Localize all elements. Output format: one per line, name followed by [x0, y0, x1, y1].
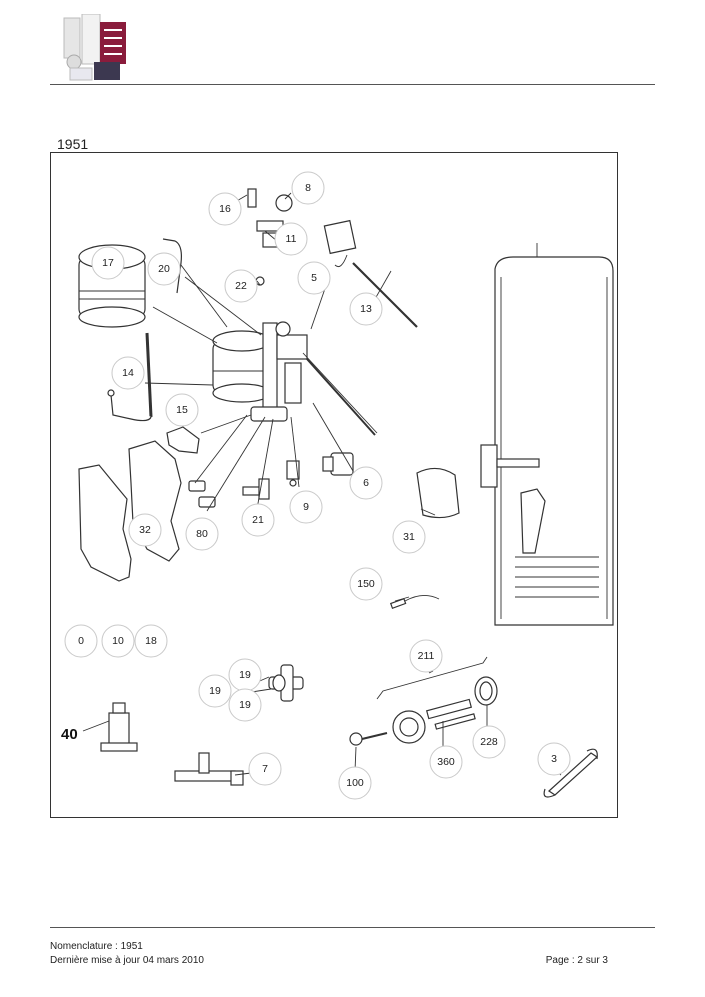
expansion-vessel-central	[212, 330, 272, 403]
svg-text:14: 14	[122, 367, 134, 379]
svg-text:211: 211	[418, 650, 435, 662]
svg-text:16: 16	[219, 203, 231, 215]
callout-211: 211	[409, 639, 443, 673]
callout-7: 7	[248, 752, 282, 786]
svg-text:18: 18	[145, 635, 157, 647]
svg-text:7: 7	[262, 763, 268, 775]
mixing-valve-19	[268, 664, 304, 702]
callout-20: 20	[147, 252, 181, 286]
svg-text:15: 15	[176, 404, 188, 416]
svg-text:11: 11	[286, 233, 297, 245]
svg-text:80: 80	[196, 528, 208, 540]
exploded-diagram-frame: 40 8 16 11 17 20 22 5 13 14 15 6 9 21 32…	[50, 152, 618, 818]
callout-14: 14	[111, 356, 145, 390]
svg-text:100: 100	[346, 777, 364, 789]
callout-100: 100	[338, 766, 372, 800]
svg-text:19: 19	[239, 699, 251, 711]
svg-text:17: 17	[102, 257, 114, 269]
callout-360: 360	[429, 745, 463, 779]
callout-15: 15	[165, 393, 199, 427]
svg-text:3: 3	[551, 753, 557, 765]
svg-text:5: 5	[311, 272, 317, 284]
callout-9: 9	[289, 490, 323, 524]
air-separator-40	[100, 702, 138, 752]
callout-32: 32	[128, 513, 162, 547]
diagram-title: 1951	[57, 136, 89, 152]
svg-text:360: 360	[437, 756, 455, 768]
callout-5: 5	[297, 261, 331, 295]
bracket-15	[166, 426, 200, 454]
svg-text:8: 8	[305, 182, 311, 194]
footer-page-number: Page : 2 sur 3	[545, 955, 608, 966]
svg-text:10: 10	[112, 635, 124, 647]
header-divider	[50, 84, 655, 85]
callout-17: 17	[91, 246, 125, 280]
callout-13: 13	[349, 292, 383, 326]
sensor-probe	[306, 358, 376, 436]
callout-3: 3	[537, 742, 571, 776]
svg-text:20: 20	[158, 263, 170, 275]
regulator-13	[323, 219, 418, 328]
exploded-parts-diagram: 40 8 16 11 17 20 22 5 13 14 15 6 9 21 32…	[61, 171, 614, 800]
cover-31	[416, 467, 460, 519]
svg-text:32: 32	[139, 524, 151, 536]
callout-16: 16	[208, 192, 242, 226]
footer-last-update: Dernière mise à jour 04 mars 2010	[50, 955, 204, 966]
flexible-pipe-14	[107, 332, 153, 422]
callout-31: 31	[392, 520, 426, 554]
fittings-80	[188, 480, 216, 508]
callout-18: 18	[134, 624, 168, 658]
heating-element-kit	[349, 656, 498, 746]
callout-228: 228	[472, 725, 506, 759]
svg-text:13: 13	[360, 303, 372, 315]
wrench-3	[543, 748, 598, 798]
footer-divider	[50, 927, 655, 928]
svg-text:31: 31	[403, 531, 415, 543]
part-label-40: 40	[61, 726, 78, 743]
callout-21: 21	[241, 503, 275, 537]
svg-text:9: 9	[303, 501, 309, 513]
svg-text:0: 0	[78, 635, 84, 647]
callout-6: 6	[349, 466, 383, 500]
svg-text:19: 19	[239, 669, 251, 681]
svg-text:228: 228	[480, 736, 498, 748]
callout-10: 10	[101, 624, 135, 658]
callout-22: 22	[224, 269, 258, 303]
callout-19-top: 19	[228, 658, 262, 692]
callout-11: 11	[274, 222, 308, 256]
callout-19-left: 19	[198, 674, 232, 708]
callout-8: 8	[291, 171, 325, 205]
callout-19-bottom: 19	[228, 688, 262, 722]
svg-text:21: 21	[252, 514, 264, 526]
footer-nomenclature: Nomenclature : 1951	[50, 941, 143, 952]
callout-80: 80	[185, 517, 219, 551]
insulation-shells	[78, 440, 182, 582]
brand-logo	[63, 14, 126, 81]
fitting-7	[174, 752, 244, 786]
svg-text:150: 150	[357, 578, 375, 590]
sensor-150	[389, 595, 440, 609]
drain-valve-21	[242, 478, 270, 500]
storage-tank	[480, 243, 614, 626]
svg-text:19: 19	[209, 685, 221, 697]
svg-text:6: 6	[363, 477, 369, 489]
callout-0: 0	[64, 624, 98, 658]
callout-150: 150	[349, 567, 383, 601]
hydraulic-assembly	[250, 321, 378, 434]
valve-9	[286, 460, 300, 487]
svg-text:22: 22	[235, 280, 247, 292]
